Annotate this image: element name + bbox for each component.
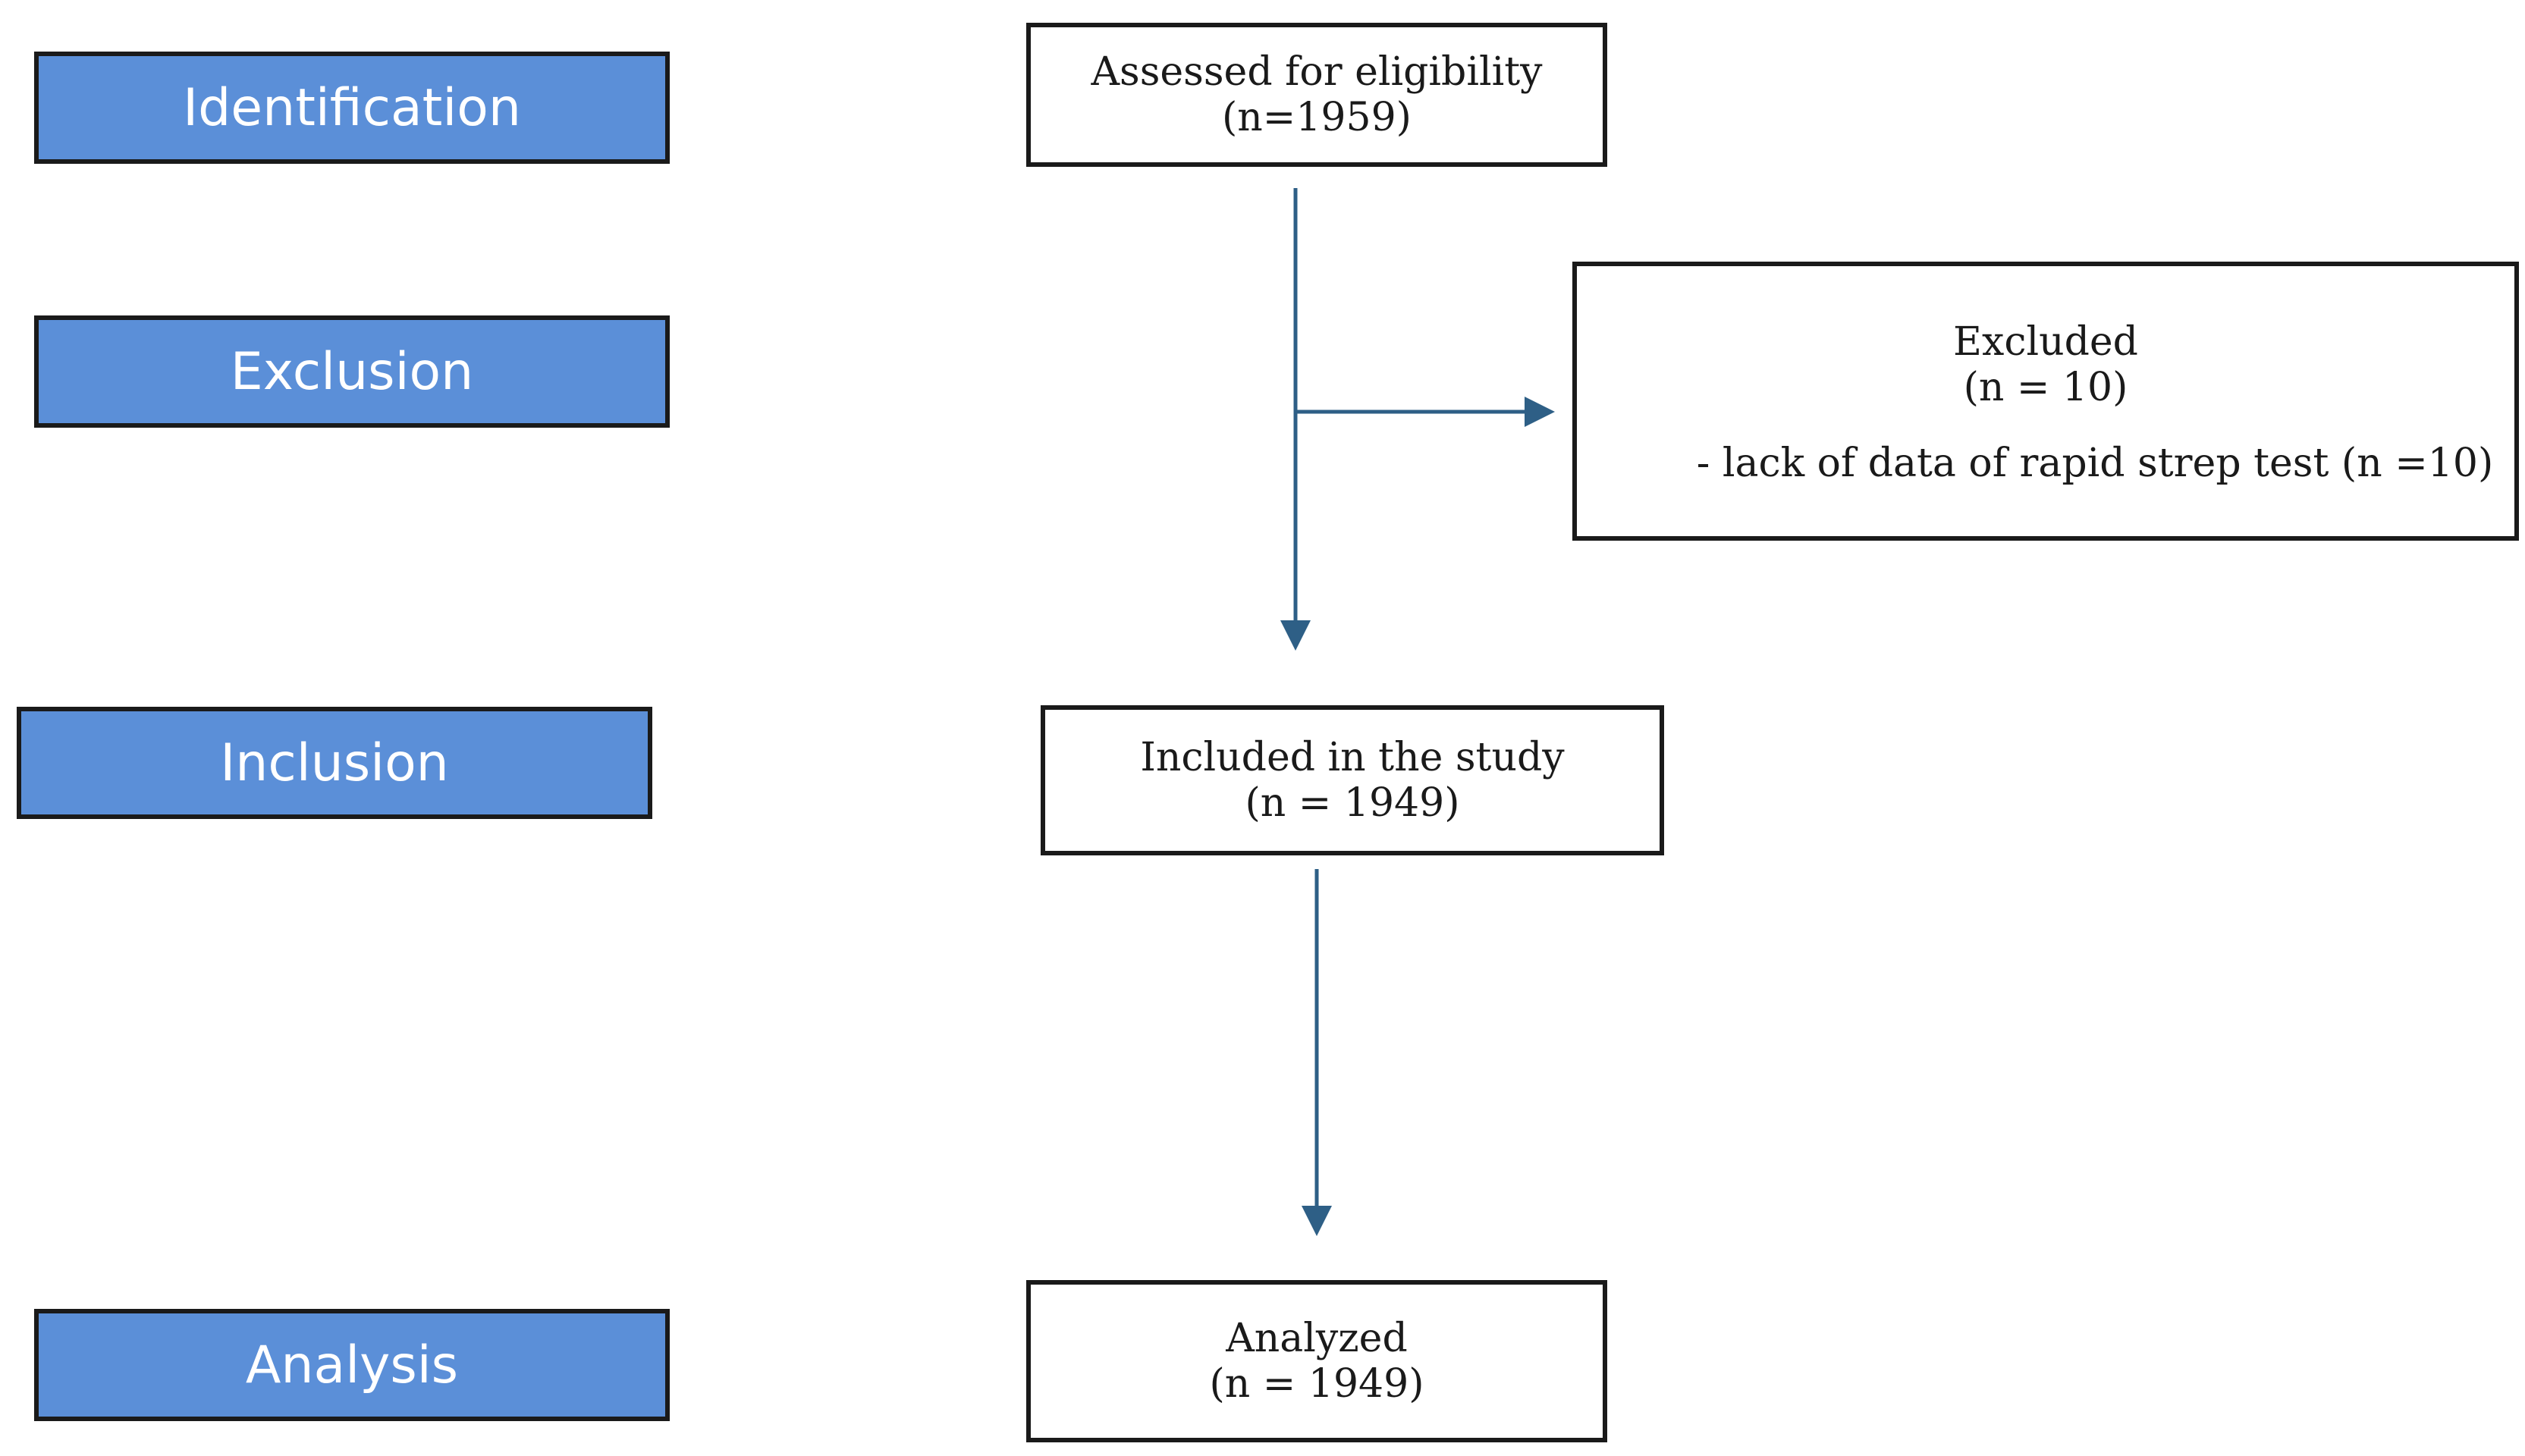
analyzed-title: Analyzed [1226,1316,1408,1361]
included-box: Included in the study (n = 1949) [1041,705,1664,855]
stage-analysis-label: Analysis [245,1335,459,1395]
analyzed-box: Analyzed (n = 1949) [1026,1280,1607,1442]
included-title: Included in the study [1140,735,1565,780]
stage-identification: Identification [34,52,670,164]
stage-inclusion: Inclusion [17,707,652,819]
assessed-count: (n=1959) [1222,95,1412,140]
excluded-box: Excluded (n = 10) - lack of data of rapi… [1572,262,2519,541]
stage-exclusion: Exclusion [34,315,670,428]
assessed-title: Assessed for eligibility [1091,49,1543,95]
stage-exclusion-label: Exclusion [230,341,474,402]
included-count: (n = 1949) [1245,780,1460,826]
stage-analysis: Analysis [34,1309,670,1421]
excluded-reason: - lack of data of rapid strep test (n =1… [1696,441,2494,486]
analyzed-count: (n = 1949) [1209,1361,1424,1407]
stage-identification-label: Identification [183,77,521,138]
excluded-title: Excluded [1953,319,2138,365]
stage-inclusion-label: Inclusion [220,733,449,793]
assessed-box: Assessed for eligibility (n=1959) [1026,23,1607,167]
excluded-count: (n = 10) [1963,365,2128,410]
